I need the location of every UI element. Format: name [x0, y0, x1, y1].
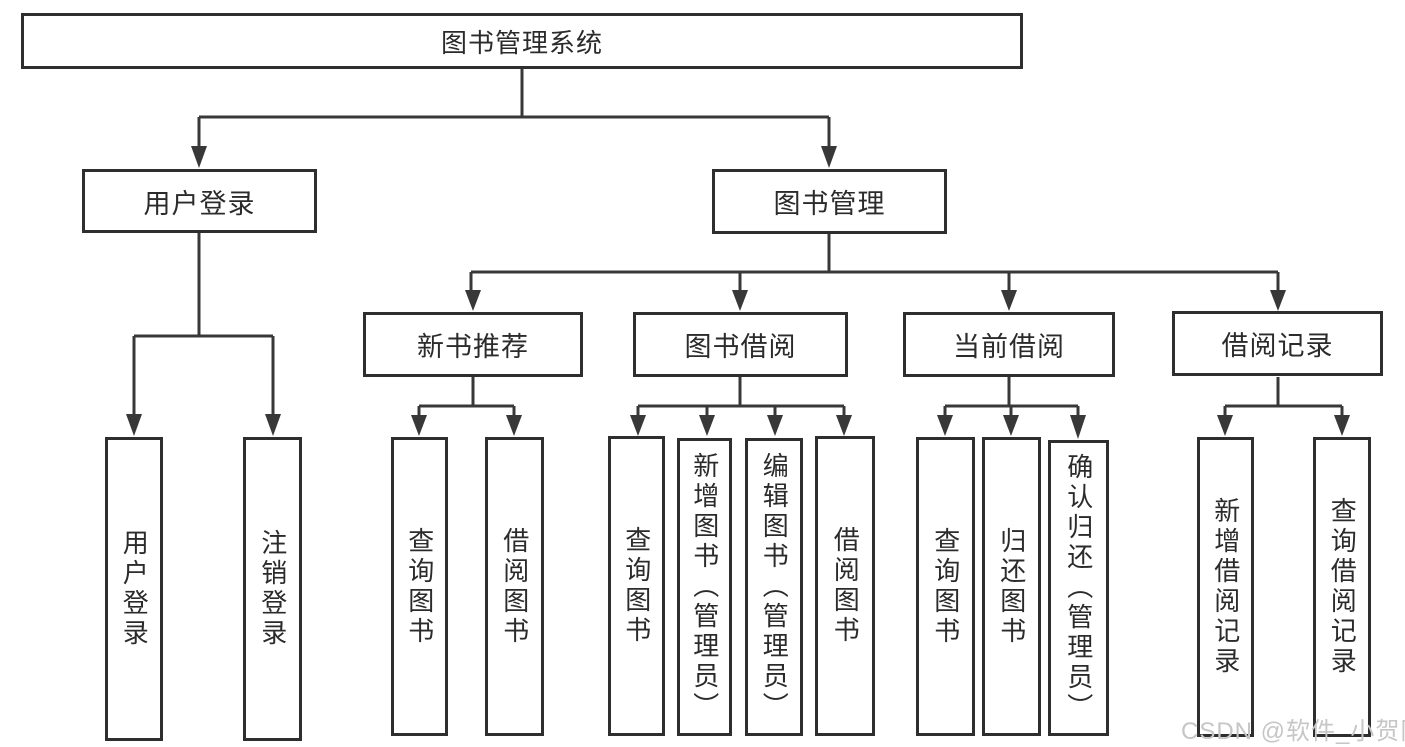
node-label: 查询图书	[621, 526, 652, 646]
node-label: 查询借阅记录	[1327, 497, 1358, 677]
node-label: 用户登录	[119, 529, 150, 649]
node-borrow-books-recommend: 借阅图书	[485, 437, 544, 736]
node-label: 图书管理系统	[440, 27, 603, 58]
node-query-books-recommend: 查询图书	[391, 437, 448, 736]
edge-lines	[132, 69, 1344, 417]
node-return-books: 归还图书	[982, 437, 1041, 736]
node-logout: 注销登录	[243, 437, 302, 741]
node-user-login: 用户登录	[82, 169, 317, 233]
node-label: 查询图书	[930, 526, 961, 647]
arrowheads	[126, 146, 1350, 439]
node-query-books-borrow: 查询图书	[608, 436, 665, 736]
node-new-book-recommendation: 新书推荐	[363, 312, 583, 377]
node-current-borrowing: 当前借阅	[903, 312, 1115, 377]
node-label: 图书借阅	[684, 332, 797, 362]
node-query-borrow-record: 查询借阅记录	[1313, 437, 1371, 737]
node-label: 借阅记录	[1221, 331, 1334, 361]
node-add-borrow-record: 新增借阅记录	[1197, 437, 1254, 737]
node-book-borrowing: 图书借阅	[633, 312, 848, 377]
node-query-books-current: 查询图书	[916, 437, 975, 736]
node-label: 当前借阅	[953, 332, 1065, 362]
node-user-login-leaf: 用户登录	[105, 437, 163, 741]
csdn-watermark: CSDN @软件_小贺同学	[1181, 718, 1405, 745]
node-label: 新增借阅记录	[1210, 497, 1241, 677]
node-label: 确认归还（管理员）	[1063, 453, 1094, 723]
node-edit-books-admin: 编辑图书（管理员）	[745, 438, 803, 736]
node-label: 图书管理	[773, 189, 886, 219]
node-book-management: 图书管理	[712, 169, 947, 234]
node-label: 借阅图书	[830, 526, 861, 646]
node-label: 归还图书	[996, 526, 1027, 647]
node-add-books-admin: 新增图书（管理员）	[677, 438, 732, 736]
node-label: 新增图书（管理员）	[689, 452, 720, 722]
node-label: 借阅图书	[499, 526, 530, 647]
node-borrowing-records: 借阅记录	[1172, 311, 1383, 376]
node-label: 查询图书	[404, 526, 435, 647]
node-confirm-return-admin: 确认归还（管理员）	[1048, 440, 1109, 736]
node-label: 编辑图书（管理员）	[759, 452, 790, 722]
node-label: 新书推荐	[417, 332, 529, 362]
node-borrow-books: 借阅图书	[815, 436, 875, 736]
node-library-management-system: 图书管理系统	[21, 13, 1023, 69]
node-label: 注销登录	[257, 529, 288, 649]
node-label: 用户登录	[143, 188, 256, 219]
